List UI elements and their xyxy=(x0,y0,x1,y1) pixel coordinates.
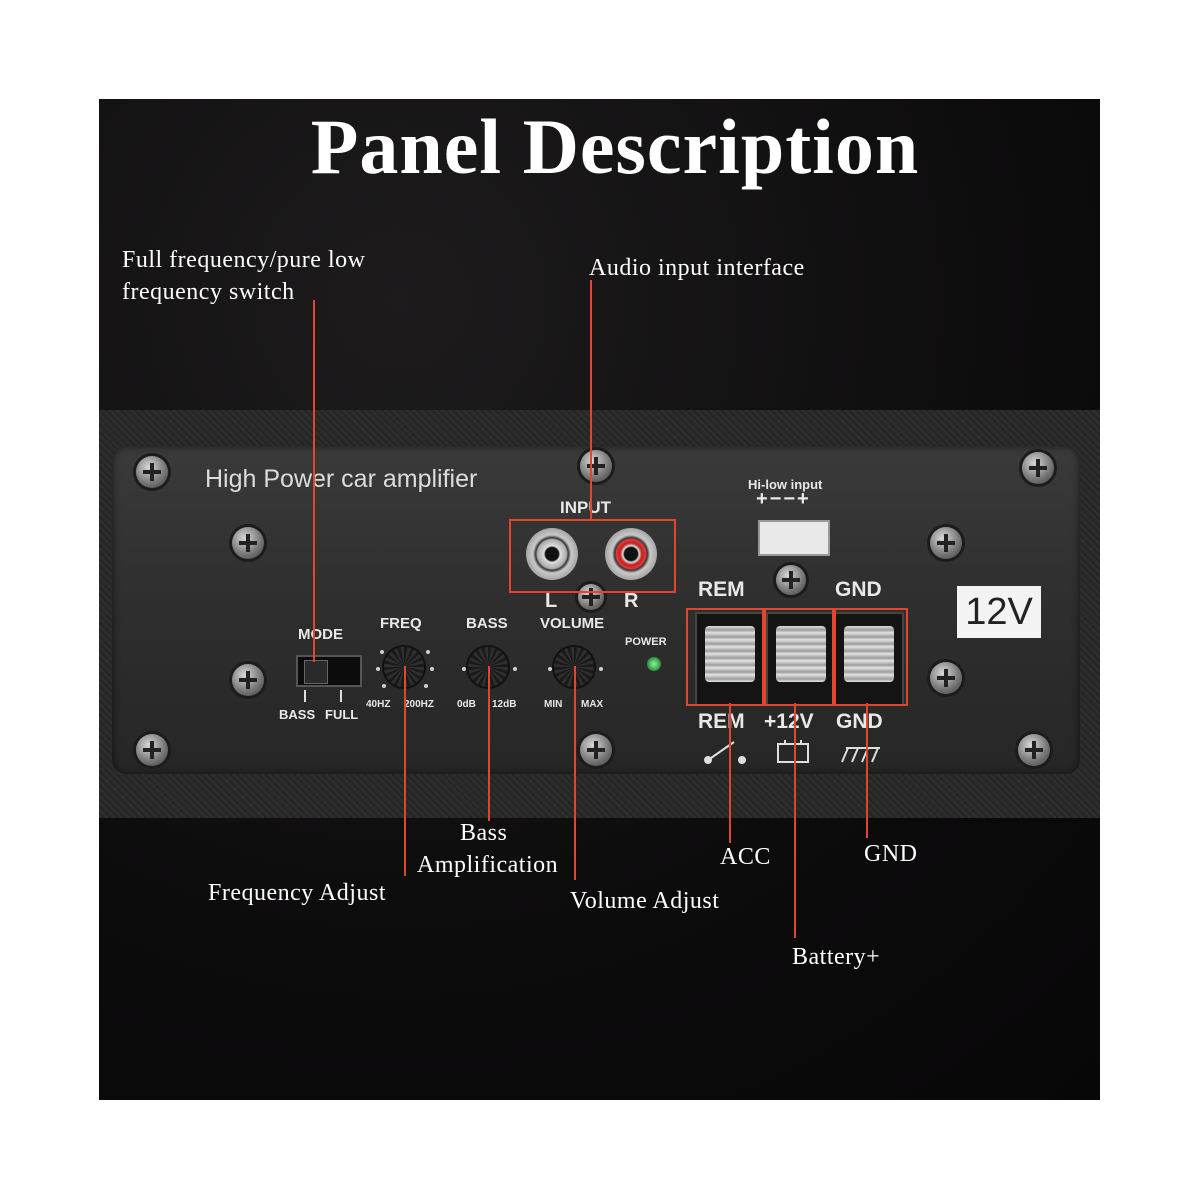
dial-dot xyxy=(599,667,603,671)
bass-max-label: 12dB xyxy=(492,699,517,710)
screw-icon xyxy=(1018,734,1050,766)
volume-pointer-line xyxy=(574,666,576,880)
voltage-badge: 12V xyxy=(957,586,1041,638)
mode-pointer-line xyxy=(313,300,315,662)
input-pointer-line xyxy=(590,280,592,520)
acc-pointer-line xyxy=(729,703,731,843)
brand-label: High Power car amplifier xyxy=(205,465,478,493)
switch-symbol-icon xyxy=(704,741,746,764)
frequency-annotation: Frequency Adjust xyxy=(208,880,386,906)
left-channel-label: L xyxy=(545,590,558,612)
gnd-top-label: GND xyxy=(835,578,882,601)
input-label: INPUT xyxy=(560,498,611,517)
rem-bottom-label: REM xyxy=(698,710,745,733)
rem-top-label: REM xyxy=(698,578,745,601)
mode-switch-annotation: Full frequency/pure low frequency switch xyxy=(122,247,366,305)
screw-icon xyxy=(136,456,168,488)
hi-low-input-label: Hi-low input xyxy=(748,477,823,492)
gnd-highlight-box xyxy=(834,608,908,706)
freq-min-label: 40HZ xyxy=(366,699,391,710)
mode-label: MODE xyxy=(298,626,343,643)
dial-dot xyxy=(380,650,384,654)
power-label: POWER xyxy=(625,636,667,648)
bass-label: BASS xyxy=(466,615,508,632)
hi-low-input-connector[interactable] xyxy=(758,520,830,556)
battery-symbol-icon xyxy=(777,740,809,763)
dial-dot xyxy=(548,667,552,671)
power-terminal[interactable] xyxy=(766,612,836,706)
hi-low-pin-label: +−−+ xyxy=(756,488,811,510)
dial-dot xyxy=(513,667,517,671)
dial-dot xyxy=(430,667,434,671)
mode-ticks-icon xyxy=(304,690,342,702)
mode-bass-label: BASS xyxy=(279,707,316,722)
gnd-annotation: GND xyxy=(864,841,918,867)
page-title: Panel Description xyxy=(310,103,920,190)
dial-dot xyxy=(382,684,386,688)
screw-icon xyxy=(136,734,168,766)
rca-left-jack[interactable] xyxy=(526,528,578,580)
dial-dot xyxy=(376,667,380,671)
bass-annotation-line2: Amplification xyxy=(417,852,559,878)
volume-label: VOLUME xyxy=(540,615,605,632)
right-channel-label: R xyxy=(624,590,639,612)
mode-switch-slider[interactable] xyxy=(304,660,328,684)
input-highlight-box xyxy=(509,519,676,593)
gnd-pointer-line xyxy=(866,703,868,838)
mode-switch[interactable] xyxy=(296,655,362,687)
screw-icon xyxy=(232,664,264,696)
volume-annotation: Volume Adjust xyxy=(570,888,720,914)
dial-dot xyxy=(424,684,428,688)
mode-full-label: FULL xyxy=(325,707,359,722)
screw-icon xyxy=(580,450,612,482)
v12-highlight-box xyxy=(764,608,834,706)
dial-dot xyxy=(462,667,466,671)
freq-pointer-line xyxy=(404,666,406,876)
v12-bottom-label: +12V xyxy=(764,710,814,733)
dial-dot xyxy=(426,650,430,654)
bass-pointer-line xyxy=(488,666,490,821)
ground-symbol-icon xyxy=(841,747,880,763)
gnd-terminal[interactable] xyxy=(834,612,904,706)
vol-max-label: MAX xyxy=(581,699,604,710)
screw-icon xyxy=(580,734,612,766)
vol-min-label: MIN xyxy=(544,699,563,710)
acc-annotation: ACC xyxy=(720,844,771,870)
rem-highlight-box xyxy=(686,608,764,706)
audio-input-annotation: Audio input interface xyxy=(589,255,805,281)
freq-max-label: 200HZ xyxy=(404,699,435,710)
screw-icon xyxy=(930,662,962,694)
battery-pointer-line xyxy=(794,703,796,938)
freq-label: FREQ xyxy=(380,615,422,632)
rem-terminal[interactable] xyxy=(695,612,765,706)
amplifier-panel xyxy=(112,446,1080,774)
screw-icon xyxy=(776,565,806,595)
gnd-bottom-label: GND xyxy=(836,710,883,733)
bass-min-label: 0dB xyxy=(457,699,476,710)
rca-right-jack[interactable] xyxy=(605,528,657,580)
screw-icon xyxy=(232,527,264,559)
bass-annotation-line1: Bass xyxy=(460,820,508,846)
screw-icon xyxy=(930,527,962,559)
screw-icon xyxy=(578,584,604,610)
screw-icon xyxy=(1022,452,1054,484)
power-led-icon xyxy=(647,657,661,671)
battery-annotation: Battery+ xyxy=(792,944,881,970)
